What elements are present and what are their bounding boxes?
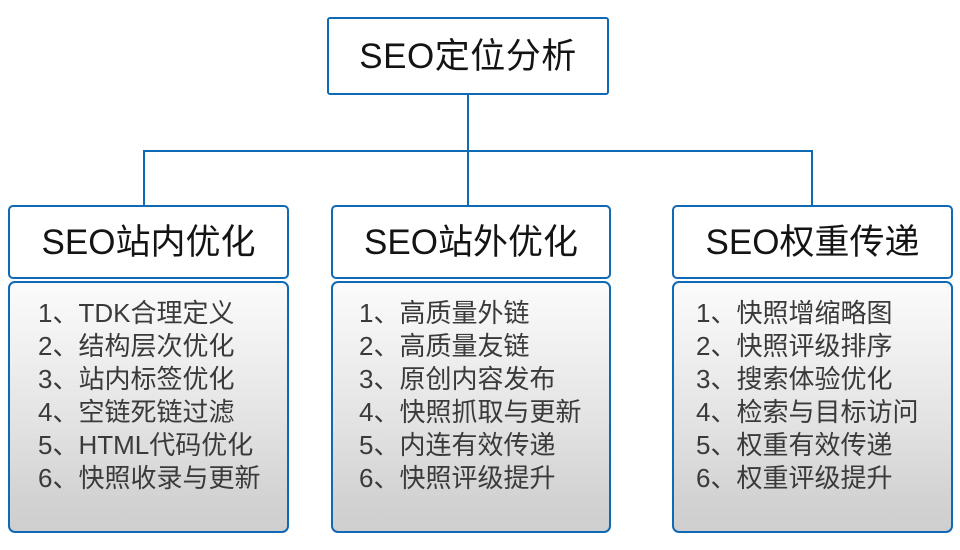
list-item: 4、空链死链过滤 <box>38 397 235 427</box>
branch-body-1: 1、TDK合理定义 2、结构层次优化 3、站内标签优化 4、空链死链过滤 5、H… <box>8 281 289 533</box>
list-item: 5、权重有效传递 <box>696 430 893 460</box>
branch-header-1[interactable]: SEO站内优化 <box>8 205 289 279</box>
branch-body-3: 1、快照增缩略图 2、快照评级排序 3、搜索体验优化 4、检索与目标访问 5、权… <box>672 281 953 533</box>
branch-header-label-1: SEO站内优化 <box>41 222 256 262</box>
list-item: 6、快照评级提升 <box>359 463 556 493</box>
list-item: 1、快照增缩略图 <box>696 298 893 328</box>
list-item: 6、权重评级提升 <box>696 463 893 493</box>
root-node-label: SEO定位分析 <box>359 36 577 76</box>
branch-header-3[interactable]: SEO权重传递 <box>672 205 953 279</box>
list-item: 4、检索与目标访问 <box>696 397 919 427</box>
list-item: 3、搜索体验优化 <box>696 364 893 394</box>
list-item: 4、快照抓取与更新 <box>359 397 582 427</box>
branch-header-label-2: SEO站外优化 <box>364 222 578 262</box>
list-item: 2、结构层次优化 <box>38 331 235 361</box>
branch-header-2[interactable]: SEO站外优化 <box>331 205 611 279</box>
branch-header-label-3: SEO权重传递 <box>705 222 920 262</box>
list-item: 1、高质量外链 <box>359 298 530 328</box>
list-item: 2、高质量友链 <box>359 331 530 361</box>
item-list-3: 1、快照增缩略图 2、快照评级排序 3、搜索体验优化 4、检索与目标访问 5、权… <box>674 297 951 495</box>
branch-column-2: SEO站外优化 1、高质量外链 2、高质量友链 3、原创内容发布 4、快照抓取与… <box>331 205 611 533</box>
branch-body-2: 1、高质量外链 2、高质量友链 3、原创内容发布 4、快照抓取与更新 5、内连有… <box>331 281 611 533</box>
branch-column-1: SEO站内优化 1、TDK合理定义 2、结构层次优化 3、站内标签优化 4、空链… <box>8 205 289 533</box>
list-item: 1、TDK合理定义 <box>38 298 235 328</box>
branch-column-3: SEO权重传递 1、快照增缩略图 2、快照评级排序 3、搜索体验优化 4、检索与… <box>672 205 953 533</box>
list-item: 5、HTML代码优化 <box>38 430 254 460</box>
item-list-2: 1、高质量外链 2、高质量友链 3、原创内容发布 4、快照抓取与更新 5、内连有… <box>333 297 609 495</box>
list-item: 2、快照评级排序 <box>696 331 893 361</box>
list-item: 6、快照收录与更新 <box>38 463 261 493</box>
root-node[interactable]: SEO定位分析 <box>327 17 609 95</box>
item-list-1: 1、TDK合理定义 2、结构层次优化 3、站内标签优化 4、空链死链过滤 5、H… <box>10 297 287 495</box>
list-item: 3、原创内容发布 <box>359 364 556 394</box>
list-item: 3、站内标签优化 <box>38 364 235 394</box>
list-item: 5、内连有效传递 <box>359 430 556 460</box>
